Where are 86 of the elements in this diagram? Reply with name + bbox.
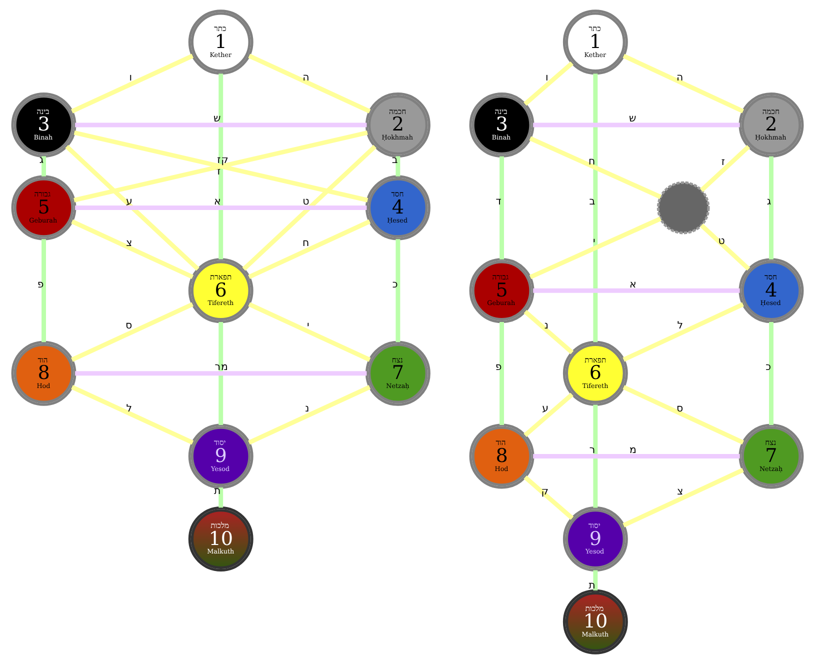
connector (523, 392, 573, 438)
edge-label: ד (495, 196, 501, 208)
edge-label: ח (588, 156, 595, 168)
connector (70, 385, 194, 445)
edge-label: א (213, 196, 220, 208)
edge-label: כ (765, 362, 771, 374)
connector (248, 219, 370, 280)
edge-label: ו (545, 72, 548, 84)
edge-label: כ (392, 279, 398, 290)
edge-label: ח (302, 238, 309, 249)
connector (523, 310, 574, 354)
connector (622, 468, 744, 528)
connector (499, 156, 504, 260)
connector (70, 54, 194, 114)
edge-label: י (306, 320, 309, 332)
edge-label: ב (588, 196, 595, 208)
edge-label: מ (629, 444, 636, 456)
edge-label: ת (588, 580, 595, 592)
connector (248, 302, 370, 362)
edge-label: י (592, 236, 595, 248)
connector (74, 122, 366, 128)
connector (395, 239, 400, 342)
edge-label: ס (124, 320, 132, 332)
edge-label: מ (220, 362, 228, 374)
edge-label: ו (128, 72, 132, 84)
connector (41, 156, 46, 176)
connector (592, 570, 598, 590)
edge-label: צ (126, 238, 132, 249)
edge-label: ב (391, 154, 398, 166)
edge-label: פ (36, 279, 44, 290)
edge-label: ס (676, 404, 683, 415)
edge-label: ש (628, 114, 636, 125)
edge-label: ל (126, 404, 132, 415)
edge-label: ק (220, 155, 228, 166)
edge-label: נ (304, 404, 309, 415)
edge-label: ש (212, 114, 220, 125)
connector (528, 216, 661, 280)
edge-label: ע (125, 196, 132, 208)
node-circle (656, 181, 710, 234)
edge-label: צ (676, 486, 683, 498)
connector (64, 144, 199, 271)
edge-label: ז (216, 155, 220, 166)
connector (532, 288, 740, 293)
connector (523, 476, 574, 520)
connector (528, 136, 662, 199)
connector (395, 156, 400, 176)
connector (622, 302, 744, 362)
edge-label: ל (676, 320, 683, 332)
connector (532, 122, 740, 128)
edge-label: ה (676, 72, 683, 84)
connector (622, 54, 744, 114)
edge-label: ע (542, 404, 548, 415)
connector (699, 144, 750, 192)
edge-label: ה (302, 72, 309, 84)
connector (74, 371, 366, 376)
connector (768, 322, 773, 425)
edge-label: נ (544, 320, 548, 332)
connector (592, 74, 598, 342)
connector (242, 144, 376, 271)
edge-label: ת (214, 486, 220, 498)
connector (218, 487, 223, 508)
connector (218, 322, 223, 425)
edge-label: ג (766, 196, 771, 208)
edge-label: ט (302, 196, 309, 208)
edge-label: א (629, 279, 636, 290)
connector (592, 404, 598, 508)
edge-label: ט (718, 236, 724, 247)
connector (248, 385, 370, 445)
connector (768, 156, 773, 260)
connector (248, 54, 370, 114)
connector (523, 61, 573, 106)
connector (622, 385, 744, 445)
connector (70, 302, 194, 362)
connector (700, 224, 750, 271)
edge-label: פ (494, 362, 502, 374)
edge-label: ק (540, 486, 548, 498)
edge-label: ז (720, 157, 724, 168)
connector (70, 219, 194, 280)
connector (74, 206, 366, 210)
connector (499, 322, 504, 425)
connector (41, 239, 46, 342)
connector (532, 454, 740, 458)
edge-label: ר (588, 444, 595, 456)
connector (218, 74, 223, 260)
edge-label: ג (38, 154, 44, 166)
edge-label: ר (214, 362, 220, 374)
